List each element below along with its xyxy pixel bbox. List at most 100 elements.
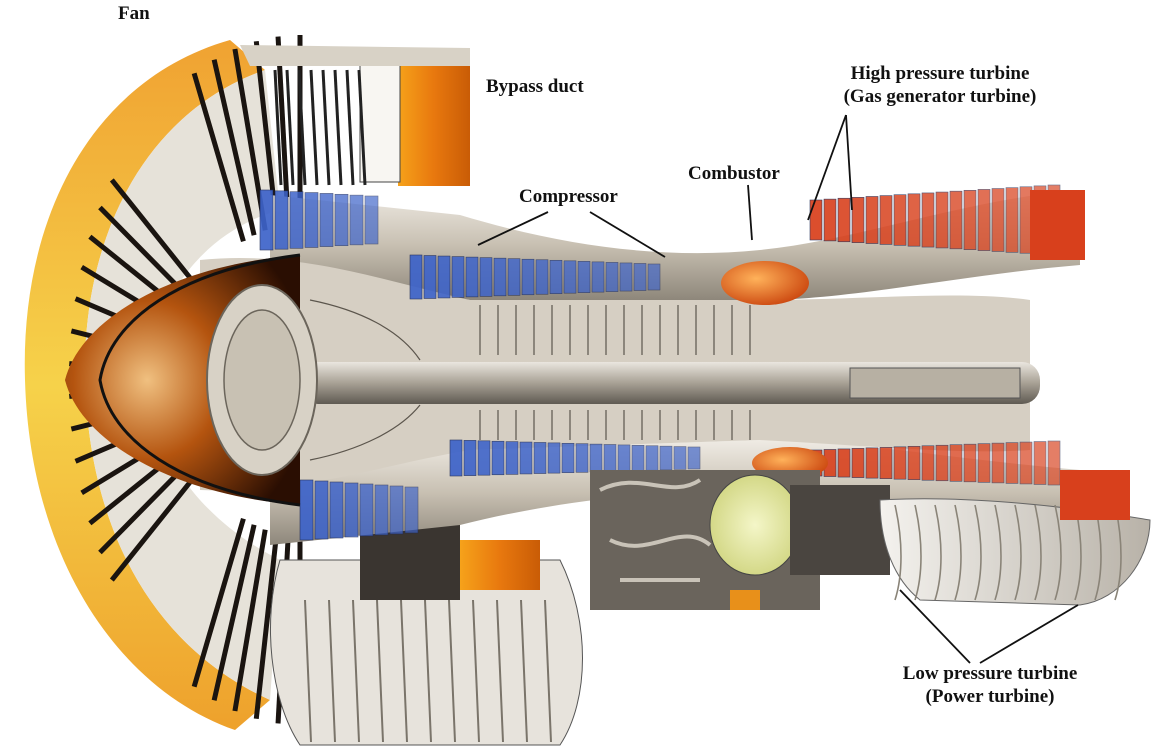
label-lp-turbine: Low pressure turbine (Power turbine) <box>870 662 1110 708</box>
blade <box>464 440 476 475</box>
blade <box>964 190 976 249</box>
blade <box>894 447 906 479</box>
blade <box>908 194 920 246</box>
blade <box>908 446 920 479</box>
blade <box>1006 443 1018 484</box>
leader-combustor <box>748 185 752 240</box>
blade <box>315 481 328 539</box>
accessory-canister <box>710 475 800 575</box>
blade <box>606 262 618 291</box>
blade <box>576 444 588 473</box>
blade <box>520 442 532 474</box>
blade <box>320 193 333 246</box>
blade <box>536 260 548 294</box>
blade <box>564 261 576 293</box>
blade <box>1006 188 1018 253</box>
blade <box>880 447 892 478</box>
blade <box>648 264 660 290</box>
blade <box>506 442 518 475</box>
blade <box>950 445 962 482</box>
blade <box>260 190 273 250</box>
blade <box>646 446 658 470</box>
blade <box>978 189 990 250</box>
blade <box>620 263 632 291</box>
label-hp-turbine-line2: (Gas generator turbine) <box>800 85 1080 108</box>
blade <box>964 444 976 482</box>
blade <box>330 482 343 538</box>
blade <box>562 443 574 472</box>
blade <box>880 196 892 245</box>
label-compressor: Compressor <box>519 185 618 208</box>
label-hp-turbine-line1: High pressure turbine <box>800 62 1080 85</box>
blade <box>438 256 450 298</box>
label-combustor: Combustor <box>688 162 780 185</box>
blade <box>604 445 616 472</box>
blade <box>466 257 478 297</box>
label-fan: Fan <box>118 2 150 25</box>
blade <box>494 258 506 296</box>
blade <box>450 440 462 476</box>
blade <box>922 446 934 480</box>
blade <box>534 442 546 473</box>
blade <box>1048 441 1060 485</box>
bypass-vane <box>287 70 293 185</box>
blade <box>838 198 850 242</box>
label-lp-turbine-line1: Low pressure turbine <box>870 662 1110 685</box>
blade <box>305 193 318 248</box>
blade <box>590 444 602 472</box>
blade <box>335 194 348 245</box>
blade <box>632 445 644 470</box>
blade <box>894 195 906 246</box>
blade <box>492 441 504 475</box>
blade <box>688 447 700 469</box>
blade <box>922 193 934 247</box>
blade <box>852 197 864 242</box>
blade <box>978 444 990 483</box>
bypass-vane <box>323 70 329 185</box>
blade <box>660 446 672 470</box>
blade <box>824 199 836 241</box>
blade <box>390 486 403 534</box>
blade <box>452 257 464 298</box>
bypass-vane <box>347 70 353 185</box>
blade <box>950 191 962 249</box>
label-hp-turbine: High pressure turbine (Gas generator tur… <box>800 62 1080 108</box>
blade <box>508 259 520 296</box>
blade <box>810 200 822 240</box>
blade <box>852 448 864 477</box>
blade <box>866 448 878 478</box>
blade <box>478 441 490 475</box>
leader-lpt-2 <box>980 605 1078 663</box>
blade <box>592 262 604 292</box>
blade <box>480 258 492 297</box>
blade <box>634 263 646 290</box>
blade <box>578 261 590 292</box>
blade <box>1020 442 1032 484</box>
blade <box>992 189 1004 252</box>
blade <box>300 480 313 540</box>
combustor-can-upper <box>721 261 809 305</box>
label-bypass-duct: Bypass duct <box>486 75 584 98</box>
blade <box>360 484 373 536</box>
blade <box>405 487 418 533</box>
blade <box>992 443 1004 483</box>
blade <box>424 256 436 299</box>
blade <box>838 449 850 477</box>
bypass-vane <box>335 70 341 185</box>
blade <box>290 192 303 249</box>
blade <box>548 443 560 473</box>
blade <box>1034 442 1046 485</box>
blade <box>522 259 534 295</box>
bypass-vane <box>311 70 317 185</box>
bypass-duct-shape <box>398 62 470 186</box>
blade <box>674 447 686 470</box>
blade <box>618 445 630 471</box>
leader-hpt-2 <box>846 115 852 210</box>
blade <box>936 192 948 248</box>
blade <box>550 260 562 293</box>
blade <box>350 195 363 245</box>
blade <box>375 485 388 535</box>
blade <box>275 191 288 249</box>
blade <box>936 445 948 481</box>
